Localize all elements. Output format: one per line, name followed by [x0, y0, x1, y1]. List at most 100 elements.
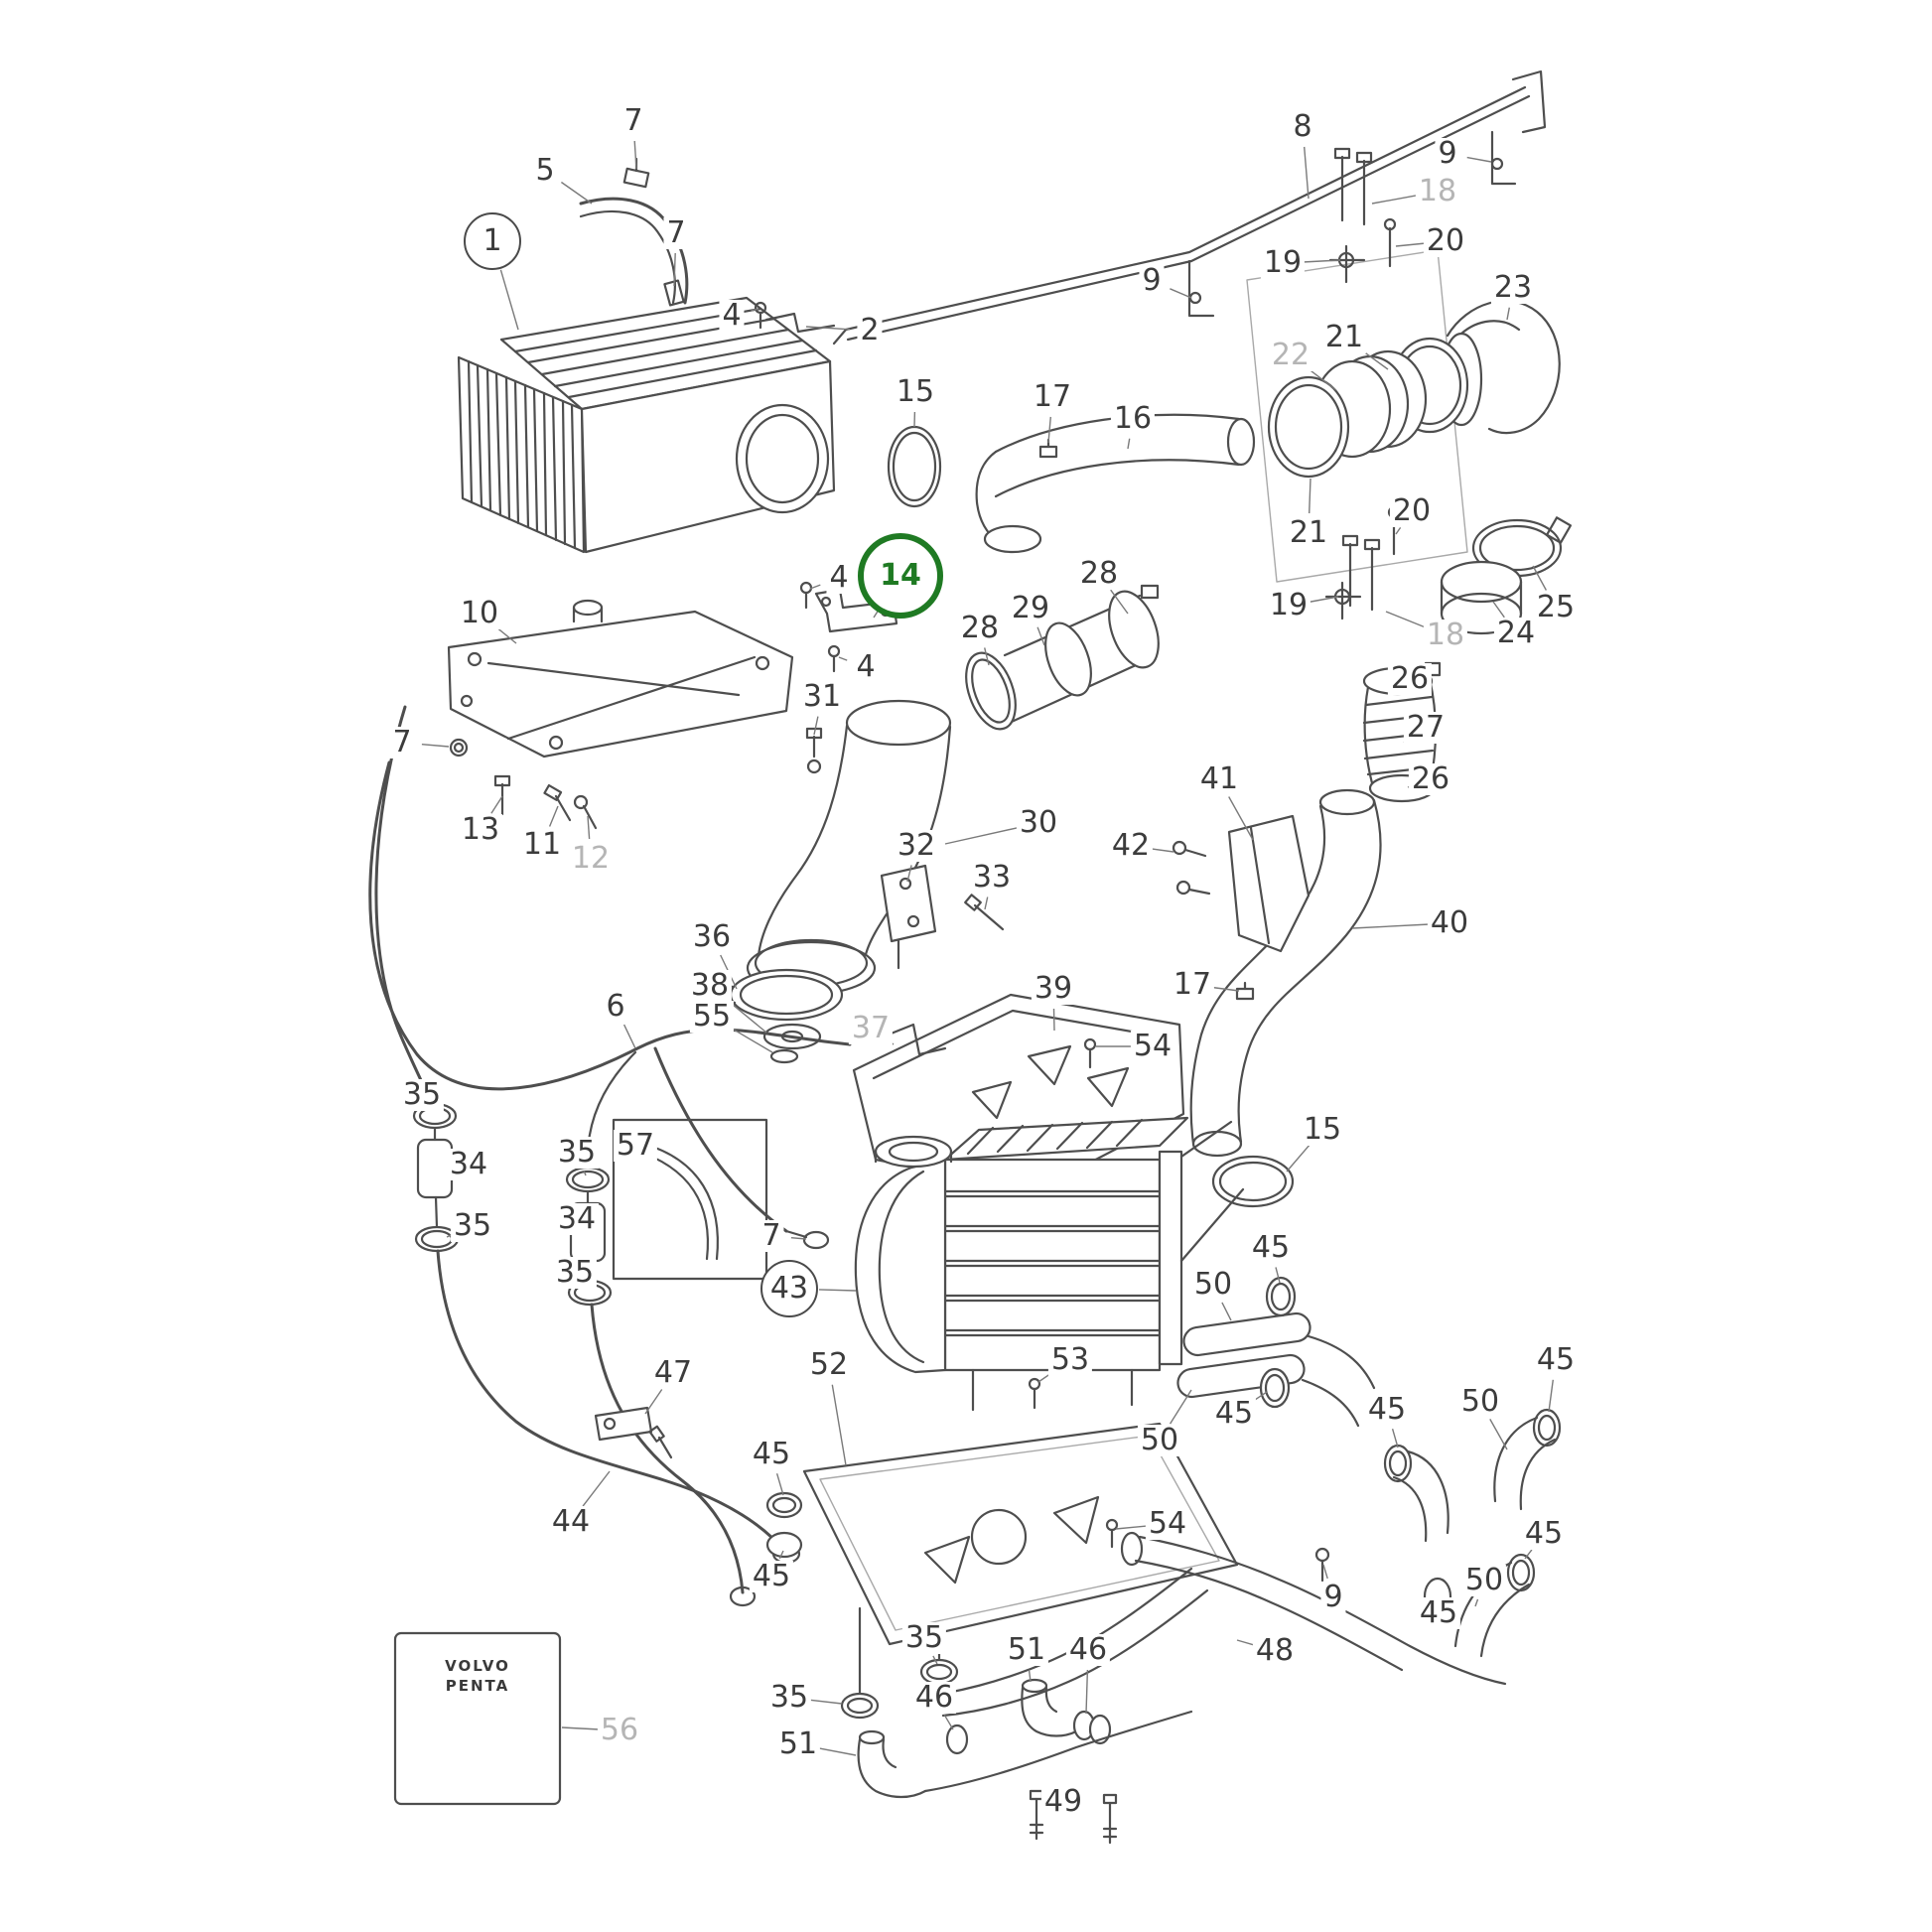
callout-10[interactable]: 10 — [457, 598, 502, 629]
callout-50[interactable]: 50 — [1190, 1269, 1236, 1301]
callout-5[interactable]: 5 — [532, 155, 558, 187]
callout-46[interactable]: 46 — [1065, 1634, 1111, 1666]
callout-38[interactable]: 38 — [687, 970, 733, 1002]
callout-42[interactable]: 42 — [1108, 830, 1154, 862]
callout-30[interactable]: 30 — [1016, 807, 1061, 839]
callout-28[interactable]: 28 — [957, 613, 1003, 644]
callout-45[interactable]: 45 — [1521, 1518, 1567, 1550]
callout-17[interactable]: 17 — [1030, 381, 1075, 413]
callout-18[interactable]: 18 — [1423, 620, 1468, 651]
callout-51[interactable]: 51 — [775, 1728, 821, 1760]
callout-17[interactable]: 17 — [1170, 969, 1215, 1001]
callout-55[interactable]: 55 — [689, 1001, 735, 1033]
callout-4[interactable]: 4 — [719, 300, 745, 332]
callout-35[interactable]: 35 — [450, 1210, 495, 1242]
callout-40[interactable]: 40 — [1427, 907, 1472, 939]
callout-50[interactable]: 50 — [1457, 1386, 1503, 1418]
callout-45[interactable]: 45 — [1248, 1232, 1294, 1264]
callout-19[interactable]: 19 — [1266, 590, 1311, 621]
bottom-fittings-art — [840, 1606, 1193, 1845]
callout-57[interactable]: 57 — [613, 1130, 658, 1162]
callout-27[interactable]: 27 — [1403, 712, 1449, 744]
pipe-40-art — [1189, 788, 1382, 1158]
callout-25[interactable]: 25 — [1533, 592, 1579, 623]
callout-11[interactable]: 11 — [519, 829, 565, 861]
callout-36[interactable]: 36 — [689, 921, 735, 953]
callout-41[interactable]: 41 — [1196, 763, 1242, 795]
callout-20[interactable]: 20 — [1423, 225, 1468, 257]
callout-35[interactable]: 35 — [399, 1079, 445, 1111]
callout-39[interactable]: 39 — [1031, 973, 1076, 1005]
callout-34[interactable]: 34 — [446, 1149, 491, 1180]
callout-7[interactable]: 7 — [389, 727, 415, 759]
callout-51[interactable]: 51 — [1004, 1634, 1049, 1666]
callout-4[interactable]: 4 — [826, 562, 852, 594]
callout-31[interactable]: 31 — [799, 681, 845, 713]
callout-45[interactable]: 45 — [749, 1439, 794, 1470]
intercooler-43-art — [854, 1116, 1245, 1412]
callout-7[interactable]: 7 — [621, 105, 646, 137]
volvo-logo-line2: PENTA — [445, 1676, 510, 1695]
callout-19[interactable]: 19 — [1260, 247, 1306, 279]
hose-44-art — [436, 1249, 803, 1607]
callout-45[interactable]: 45 — [1211, 1398, 1257, 1430]
callout-45[interactable]: 45 — [1533, 1344, 1579, 1376]
callout-35[interactable]: 35 — [901, 1622, 947, 1654]
callout-46[interactable]: 46 — [911, 1682, 957, 1714]
callout-9[interactable]: 9 — [1435, 138, 1460, 170]
callout-21[interactable]: 21 — [1286, 517, 1331, 549]
callout-20[interactable]: 20 — [1389, 495, 1435, 527]
callout-16[interactable]: 16 — [1110, 403, 1156, 435]
callout-43[interactable]: 43 — [760, 1260, 818, 1317]
callout-21[interactable]: 21 — [1321, 322, 1367, 353]
callout-2[interactable]: 2 — [857, 315, 883, 346]
callout-50[interactable]: 50 — [1137, 1425, 1182, 1456]
callout-32[interactable]: 32 — [894, 830, 939, 862]
callout-54[interactable]: 54 — [1130, 1031, 1175, 1062]
plate-10-art — [447, 599, 794, 830]
callout-45[interactable]: 45 — [1364, 1394, 1410, 1426]
callout-45[interactable]: 45 — [749, 1561, 794, 1592]
callout-26[interactable]: 26 — [1408, 763, 1453, 795]
callout-26[interactable]: 26 — [1387, 663, 1433, 695]
pipe-16-art — [975, 413, 1256, 554]
callout-23[interactable]: 23 — [1490, 272, 1536, 304]
callout-4[interactable]: 4 — [853, 651, 879, 683]
callout-48[interactable]: 48 — [1252, 1635, 1298, 1667]
callout-6[interactable]: 6 — [603, 991, 628, 1023]
callout-44[interactable]: 44 — [548, 1506, 594, 1538]
callout-53[interactable]: 53 — [1047, 1344, 1093, 1376]
callout-56[interactable]: 56 — [597, 1715, 642, 1746]
callout-37[interactable]: 37 — [848, 1013, 894, 1044]
callout-15[interactable]: 15 — [1300, 1114, 1345, 1146]
callout-18[interactable]: 18 — [1415, 176, 1460, 207]
callout-49[interactable]: 49 — [1040, 1786, 1086, 1818]
callout-33[interactable]: 33 — [969, 862, 1015, 894]
kit-box-56-art — [393, 1631, 562, 1806]
callout-28[interactable]: 28 — [1076, 558, 1122, 590]
callout-14[interactable]: 14 — [858, 533, 943, 619]
callout-1[interactable]: 1 — [464, 212, 521, 270]
callout-52[interactable]: 52 — [806, 1349, 852, 1381]
callout-15[interactable]: 15 — [893, 376, 938, 408]
volvo-penta-box: VOLVO PENTA — [395, 1633, 560, 1804]
callout-7[interactable]: 7 — [663, 217, 689, 249]
callout-9[interactable]: 9 — [1139, 265, 1165, 297]
callout-22[interactable]: 22 — [1268, 340, 1313, 371]
callout-35[interactable]: 35 — [766, 1682, 812, 1714]
callout-9[interactable]: 9 — [1320, 1582, 1346, 1613]
callout-54[interactable]: 54 — [1145, 1508, 1190, 1540]
callout-7[interactable]: 7 — [759, 1220, 784, 1252]
clamp-25-sleeve-24-art — [1440, 516, 1573, 635]
callout-47[interactable]: 47 — [650, 1357, 696, 1389]
callout-50[interactable]: 50 — [1461, 1565, 1507, 1596]
callout-13[interactable]: 13 — [458, 814, 503, 846]
callout-45[interactable]: 45 — [1416, 1597, 1461, 1629]
callout-24[interactable]: 24 — [1493, 618, 1539, 649]
callout-29[interactable]: 29 — [1008, 593, 1053, 624]
callout-35[interactable]: 35 — [554, 1137, 600, 1169]
callout-35[interactable]: 35 — [552, 1257, 598, 1289]
callout-8[interactable]: 8 — [1290, 111, 1315, 143]
callout-34[interactable]: 34 — [554, 1203, 600, 1235]
callout-12[interactable]: 12 — [568, 843, 614, 875]
